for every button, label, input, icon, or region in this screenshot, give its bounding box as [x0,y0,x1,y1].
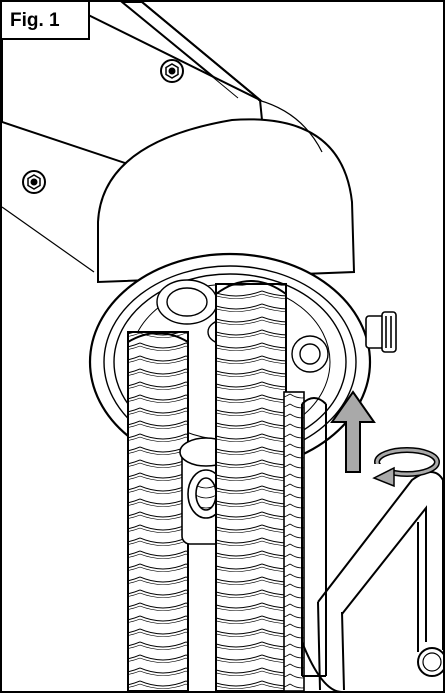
housing [97,99,356,284]
left-hose [127,331,189,691]
narrow-hose [283,391,305,691]
rotate-icon [370,447,440,488]
hex-bolt [22,170,46,194]
arrow-up-icon [330,390,376,473]
figure-label: Fig. 1 [2,2,90,40]
side-connector [365,311,397,353]
middle-hose [215,280,287,691]
hex-bolt [160,59,184,83]
